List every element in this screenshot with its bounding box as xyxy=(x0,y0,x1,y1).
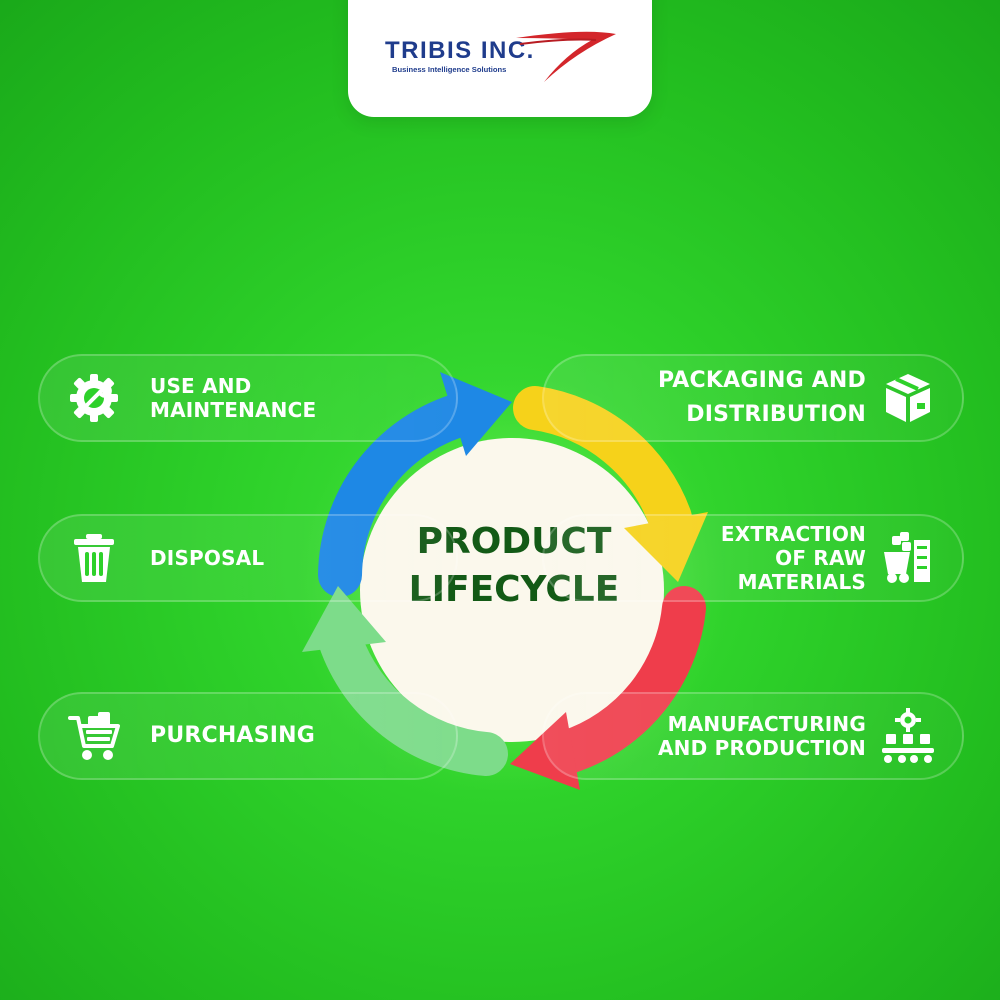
stage-label: USE AND MAINTENANCE xyxy=(150,374,317,422)
stage-label: DISPOSAL xyxy=(150,546,265,570)
shopping-cart-icon xyxy=(68,712,120,760)
center-disc xyxy=(360,438,664,742)
factory-conveyor-icon xyxy=(882,708,934,763)
logo-swoosh-icon xyxy=(516,31,616,82)
blue-arrow-head xyxy=(440,372,512,456)
brand-name: TRIBIS INC. xyxy=(385,37,535,64)
stage-label: PACKAGING AND DISTRIBUTION xyxy=(657,368,866,427)
trash-bin-icon xyxy=(74,534,114,582)
logo-swoosh-stroke xyxy=(519,38,597,45)
stage-label: MANUFACTURING AND PRODUCTION xyxy=(658,712,866,760)
red-arrow xyxy=(546,586,706,774)
tribis-logo: TRIBIS INC. Business Intelligence Soluti… xyxy=(385,31,616,82)
green-arrow-head xyxy=(302,586,386,652)
raw-materials-icon xyxy=(884,532,930,583)
brand-tagline: Business Intelligence Solutions xyxy=(392,65,506,74)
logo-card: TRIBIS INC. Business Intelligence Soluti… xyxy=(348,0,652,117)
gear-wrench-icon xyxy=(70,374,118,422)
stage-purchasing: PURCHASING xyxy=(38,692,458,780)
stage-manufacturing-and-production: MANUFACTURING AND PRODUCTION xyxy=(542,692,964,780)
stage-extraction-of-raw-materials: EXTRACTION OF RAW MATERIALS xyxy=(542,514,964,602)
box-icon xyxy=(886,374,930,422)
stage-label: PURCHASING xyxy=(150,723,316,748)
stage-use-and-maintenance: USE AND MAINTENANCE xyxy=(38,354,458,442)
stage-label: EXTRACTION OF RAW MATERIALS xyxy=(720,522,866,594)
stage-packaging-and-distribution: PACKAGING AND DISTRIBUTION xyxy=(542,354,964,442)
yellow-arrow-head xyxy=(624,512,708,582)
stage-disposal: DISPOSAL xyxy=(38,514,458,602)
green-arrow xyxy=(318,618,508,776)
